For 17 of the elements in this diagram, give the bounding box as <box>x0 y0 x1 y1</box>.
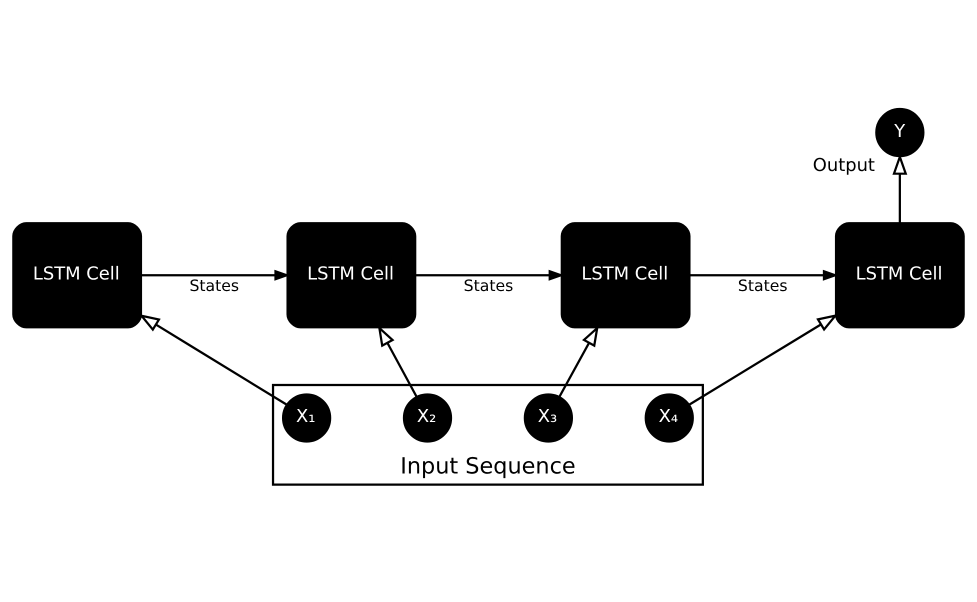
arrow <box>558 325 599 397</box>
node-circle: X₁ <box>282 393 332 443</box>
arrow <box>688 314 838 406</box>
node-circle: X₄ <box>644 393 694 443</box>
node-label: Output <box>812 154 875 176</box>
node-circle: X₃ <box>524 393 573 443</box>
arrow <box>138 314 287 406</box>
node-box: LSTM Cell <box>12 222 142 328</box>
edge-label: States <box>189 276 240 296</box>
edge-label: States <box>738 276 788 296</box>
node-circle: Y <box>875 108 924 158</box>
edge-label: States <box>464 276 514 296</box>
node-box: LSTM Cell <box>286 222 416 328</box>
arrow <box>378 325 418 397</box>
node-box: LSTM Cell <box>560 222 691 328</box>
node-box: LSTM Cell <box>834 222 965 328</box>
node-circle: X₂ <box>402 393 452 443</box>
